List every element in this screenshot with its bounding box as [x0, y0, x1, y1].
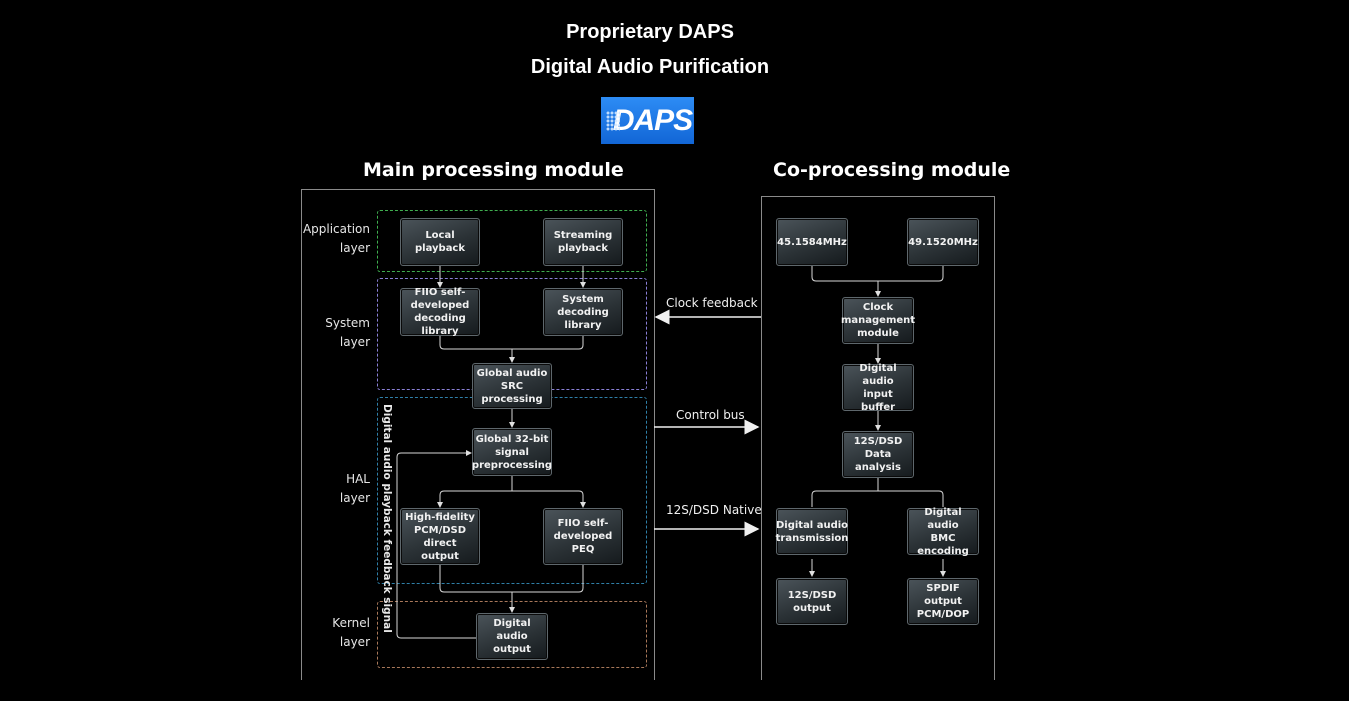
daps-logo: DAPS: [601, 97, 694, 144]
clock-feedback-label: Clock feedback: [666, 296, 758, 310]
local-playback-box: Local playback: [400, 218, 480, 266]
hal-layer-label: HAL layer: [339, 472, 370, 505]
main-module-title: Main processing module: [363, 159, 624, 181]
line-outputs-merge: [439, 565, 584, 593]
co-module-title: Co-processing module: [773, 159, 1011, 181]
system-decoding-box: System decoding library: [543, 288, 623, 336]
i2s-native-label: 12S/DSD Native: [666, 503, 762, 517]
feedback-signal-label: Digital audio playback feedback signal: [381, 404, 393, 633]
global-src-box: Global audio SRC processing: [472, 363, 552, 409]
global-32bit-box: Global 32-bit signal preprocessing: [472, 428, 552, 476]
bmc-encoding-box: Digital audio BMC encoding: [907, 507, 979, 557]
pixel-dots-icon: [606, 111, 620, 131]
co-module-frame: [761, 196, 995, 680]
kernel-layer-label: Kernel layer: [332, 616, 370, 649]
clock-management-box: Clock management module: [841, 297, 915, 344]
spdif-output-box: SPDIF output PCM/DOP: [907, 578, 979, 625]
i2s-output-box: 12S/DSD output: [776, 578, 848, 625]
system-layer-label: System layer: [325, 316, 370, 349]
title-line-2: Digital Audio Purification: [530, 56, 770, 78]
title-line-1: Proprietary DAPS: [566, 21, 734, 43]
control-bus-label: Control bus: [676, 408, 745, 422]
data-analysis-box: 12S/DSD Data analysis: [842, 431, 914, 478]
clock-45-box: 45.1584MHz: [776, 218, 848, 266]
transmission-box: Digital audio transmission: [776, 508, 848, 555]
line-decoders-merge: [439, 336, 584, 350]
feedback-loop-line: [396, 450, 476, 639]
clock-49-box: 49.1520MHz: [907, 218, 979, 266]
line-clocks-merge: [811, 266, 944, 282]
input-buffer-box: Digital audio input buffer: [842, 363, 914, 413]
hifi-output-box: High-fidelity PCM/DSD direct output: [400, 508, 480, 565]
main-module-frame: [301, 189, 655, 680]
streaming-playback-box: Streaming playback: [543, 218, 623, 266]
application-layer: [377, 210, 647, 272]
line-analysis-split: [811, 478, 944, 507]
logo-text: DAPS: [612, 103, 693, 137]
digital-output-box: Digital audio output: [476, 613, 548, 660]
application-layer-label: Application layer: [302, 222, 370, 255]
line-32bit-split: [439, 476, 584, 507]
fiio-decoding-box: FIIO self- developed decoding library: [400, 287, 480, 337]
fiio-peq-box: FIIO self- developed PEQ: [543, 508, 623, 565]
